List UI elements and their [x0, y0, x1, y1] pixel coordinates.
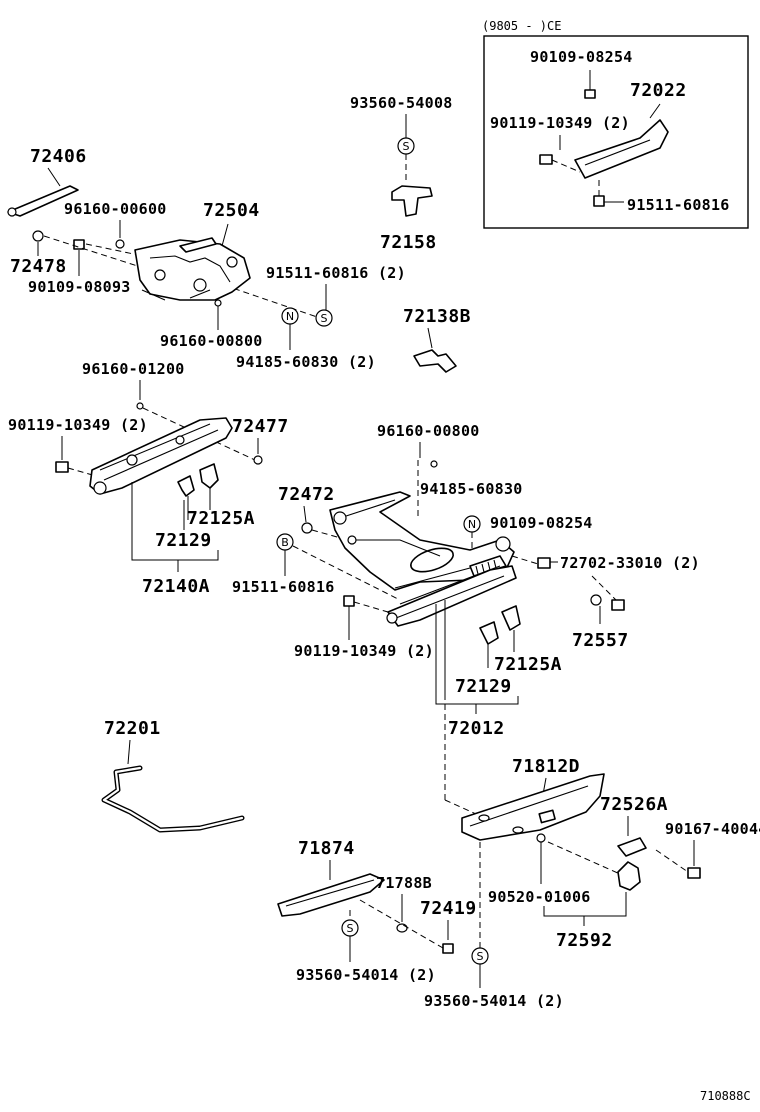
clip-icon: [536, 833, 546, 843]
side-cover-icon: [461, 773, 605, 841]
circle-s-letter: S: [321, 312, 328, 325]
label-93560-54014-2b: 93560-54014 (2): [424, 992, 564, 1010]
circle-b-letter: B: [281, 536, 289, 549]
circle-n-letter-2: N: [468, 518, 476, 531]
label-72140A: 72140A: [142, 576, 210, 597]
label-72158: 72158: [380, 232, 437, 253]
nut-icon: [301, 522, 313, 534]
label-72526A: 72526A: [600, 794, 668, 815]
label-90109-08254: 90109-08254: [490, 514, 593, 532]
label-72702-33010-2: 72702-33010 (2): [560, 554, 700, 572]
label-90167-40044: 90167-40044: [665, 820, 760, 838]
knob-cover-icon: [617, 837, 647, 857]
label-72472: 72472: [278, 484, 335, 505]
left-rail-assembly: 96160-01200 90119-10349 (2) 72477 72125A…: [8, 360, 289, 597]
circle-s-letter-4: S: [477, 950, 484, 963]
seat-rail-left-icon: [89, 417, 233, 495]
inset-label-91511-60816: 91511-60816: [627, 196, 730, 214]
label-72504: 72504: [203, 200, 260, 221]
label-72419: 72419: [420, 898, 477, 919]
nut-icon: [253, 455, 263, 465]
label-93560-54014-2a: 93560-54014 (2): [296, 966, 436, 984]
catalog-code: 710888C: [700, 1089, 751, 1103]
label-91511-60816: 91511-60816: [232, 578, 335, 596]
screw-icon: [343, 595, 355, 607]
cover-assembly: 71812D 72526A 90167-40044 90520-01006 72…: [424, 756, 760, 1010]
inset-label-90119-10349: 90119-10349 (2): [490, 114, 630, 132]
label-96160-01200: 96160-01200: [82, 360, 185, 378]
label-72129-a: 72129: [155, 530, 212, 551]
bolt-icon: [537, 557, 551, 569]
label-94185-60830-2: 94185-60830 (2): [236, 353, 376, 371]
inset-header: (9805 - )CE: [482, 19, 561, 33]
bracket-72158-icon: [391, 185, 433, 217]
lock-part-icon: [199, 463, 219, 489]
clip-icon: [115, 239, 125, 249]
lock-part-icon: [501, 605, 521, 631]
front-cover-assembly: 71874 71788B 72419 S 93560-54014 (2): [277, 838, 477, 984]
seat-wire-icon: [101, 765, 245, 833]
label-72125A-b: 72125A: [494, 654, 562, 675]
bracket-72138b-icon: [413, 349, 457, 373]
screw-icon: [539, 154, 553, 165]
screw-icon: [687, 867, 701, 879]
seat-rail-icon: [574, 119, 669, 179]
circle-s-icon: [315, 309, 333, 327]
circle-s-letter-2: S: [403, 140, 410, 153]
label-72012: 72012: [448, 718, 505, 739]
label-72478: 72478: [10, 256, 67, 277]
upper-middle-parts: 93560-54008 S 72158 72138B: [350, 94, 471, 373]
label-90520-01006: 90520-01006: [488, 888, 591, 906]
label-72592: 72592: [556, 930, 613, 951]
inset-label-90109-08254: 90109-08254: [530, 48, 633, 66]
label-72557: 72557: [572, 630, 629, 651]
upper-left-assembly: 72406 96160-00600 72504 72478 90109-0809…: [7, 146, 406, 371]
label-90109-08093: 90109-08093: [28, 278, 131, 296]
label-94185-60830: 94185-60830: [420, 480, 523, 498]
knob-icon: [617, 861, 641, 891]
washer-icon: [32, 230, 44, 242]
label-71812D: 71812D: [512, 756, 580, 777]
link-rod-icon: [7, 185, 79, 217]
lock-part-icon: [177, 475, 195, 497]
label-72201: 72201: [104, 718, 161, 739]
circle-s-letter-3: S: [347, 922, 354, 935]
clip-icon: [430, 460, 438, 468]
label-72138B: 72138B: [403, 306, 471, 327]
screw-icon: [55, 461, 69, 473]
label-96160-00800-a: 96160-00800: [160, 332, 263, 350]
clip-icon: [214, 299, 222, 307]
label-72406: 72406: [30, 146, 87, 167]
circle-n-letter: N: [286, 310, 294, 323]
label-96160-00800-b: 96160-00800: [377, 422, 480, 440]
bolt-icon: [584, 70, 596, 99]
height-adjuster-icon: [329, 491, 515, 591]
nut-icon: [442, 943, 454, 954]
nut-icon: [611, 599, 625, 611]
inset-panel: (9805 - )CE 90109-08254 72022 90119-1034…: [482, 19, 749, 229]
wire-assembly: 72201: [101, 718, 245, 833]
washer-icon: [590, 594, 602, 606]
label-91511-60816-2: 91511-60816 (2): [266, 264, 406, 282]
lock-part-icon: [479, 621, 499, 645]
label-71874: 71874: [298, 838, 355, 859]
bolt-icon: [593, 180, 624, 207]
label-71788B: 71788B: [376, 874, 432, 892]
washer-icon: [396, 923, 408, 933]
label-72477: 72477: [232, 416, 289, 437]
front-cover-icon: [277, 873, 385, 917]
clip-icon: [136, 402, 144, 410]
label-93560-54008: 93560-54008: [350, 94, 453, 112]
nut-icon: [73, 239, 85, 250]
label-90119-10349-2b: 90119-10349 (2): [294, 642, 434, 660]
label-72125A-a: 72125A: [187, 508, 255, 529]
label-96160-00600: 96160-00600: [64, 200, 167, 218]
label-90119-10349-2a: 90119-10349 (2): [8, 416, 148, 434]
label-72129-b: 72129: [455, 676, 512, 697]
inset-label-72022: 72022: [630, 80, 687, 101]
center-adjuster-assembly: 96160-00800 94185-60830 72472 N 90109-08…: [232, 422, 700, 819]
